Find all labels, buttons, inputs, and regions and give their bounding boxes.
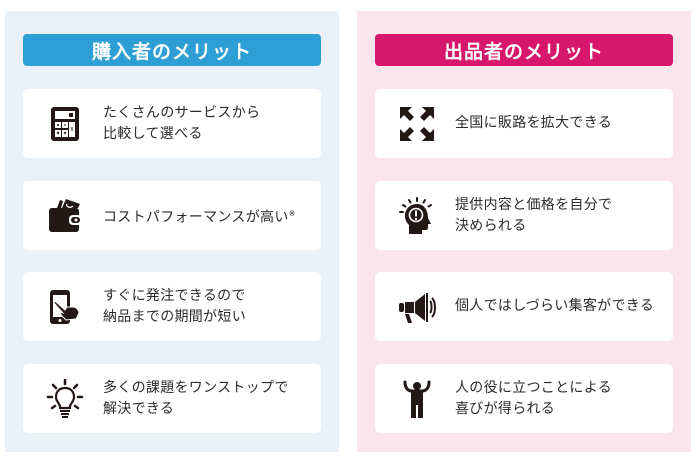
person-cheering-icon [395, 377, 439, 421]
seller-merit-card: 個人ではしづらい集客ができる [375, 272, 673, 341]
wallet-icon [43, 194, 87, 238]
merit-text-line2: 決められる [455, 217, 527, 234]
buyer-merit-card: 多くの課題をワンストップで 解決できる [23, 364, 321, 433]
calculator-icon [43, 102, 87, 146]
merit-text-line1: 個人ではしづらい集客ができる [455, 298, 655, 314]
merit-text-line1: 多くの課題をワンストップで [103, 379, 289, 396]
merit-text-line1: たくさんのサービスから [103, 104, 261, 121]
buyer-merits-panel: 購入者のメリット たくさんのサービスから 比較して選べる コストパフォーマンスが… [5, 11, 339, 452]
buyer-merit-card: コストパフォーマンスが高い※ [23, 181, 321, 250]
smartphone-tap-icon [43, 285, 87, 329]
buyer-merit-card: たくさんのサービスから 比較して選べる [23, 89, 321, 158]
expand-arrows-icon [395, 102, 439, 146]
seller-merit-card: 人の役に立つことによる 喜びが得られる [375, 364, 673, 433]
head-idea-icon [395, 194, 439, 238]
seller-merit-card: 提供内容と価格を自分で 決められる [375, 181, 673, 250]
merit-text-line1: 全国に販路を拡大できる [455, 115, 613, 131]
merit-text-line1: 人の役に立つことによる [455, 379, 612, 396]
lightbulb-icon [43, 377, 87, 421]
merit-text-line2: 喜びが得られる [455, 400, 556, 417]
buyer-merits-title: 購入者のメリット [23, 34, 321, 66]
seller-merits-panel: 出品者のメリット 全国に販路を拡大できる 提供内容と価格を自分で 決められる 個… [357, 11, 691, 452]
footnote-mark: ※ [288, 208, 296, 218]
seller-merit-card: 全国に販路を拡大できる [375, 89, 673, 158]
merit-text-line2: 納品までの期間が短い [103, 308, 246, 325]
merit-text-line1: 提供内容と価格を自分で [455, 196, 613, 213]
buyer-merit-card: すぐに発注できるので 納品までの期間が短い [23, 272, 321, 341]
merit-text-line2: 解決できる [103, 400, 175, 417]
megaphone-icon [395, 285, 439, 329]
merit-text-line2: 比較して選べる [103, 125, 203, 142]
merit-text-line1: コストパフォーマンスが高い [103, 209, 289, 226]
seller-merits-title: 出品者のメリット [375, 34, 673, 66]
merit-text-line1: すぐに発注できるので [103, 287, 246, 304]
